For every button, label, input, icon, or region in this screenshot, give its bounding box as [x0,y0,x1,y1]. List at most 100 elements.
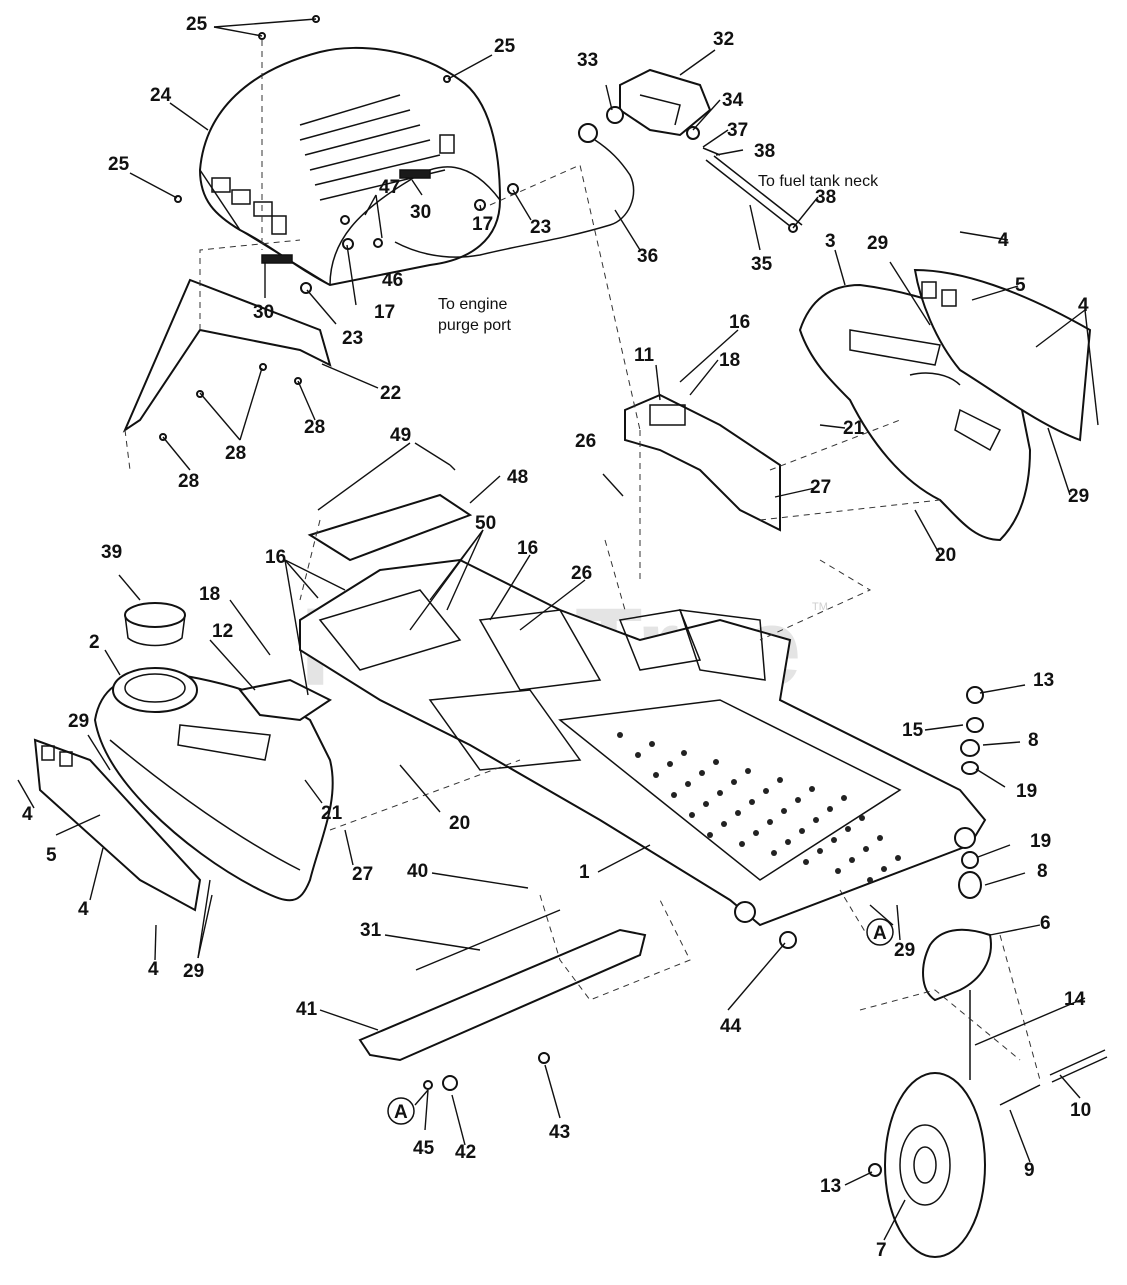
main-frame-part [299,558,987,927]
callout-part-21: 21 [843,418,865,439]
callout-part-19: 19 [1016,781,1037,802]
callout-part-34: 34 [722,90,744,111]
deck-hole [649,741,655,747]
callout-part-4: 4 [148,959,159,980]
reference-markers [387,918,894,1125]
deck-hole [653,772,659,778]
callout-part-29: 29 [1068,486,1089,507]
deck-hole [753,830,759,836]
deck-hole [707,832,713,838]
deck-hole [827,806,833,812]
deck-hole [749,799,755,805]
deck-hole [785,839,791,845]
fuel-cover-part [606,68,803,233]
callout-part-4: 4 [22,804,33,825]
callout-ref-a: A [873,923,887,944]
callout-part-17: 17 [472,214,493,235]
deck-hole [717,790,723,796]
callout-part-7: 7 [876,1240,887,1261]
deck-hole [809,786,815,792]
callout-part-3: 3 [825,231,836,252]
callout-part-4: 4 [78,899,89,920]
callout-part-16: 16 [265,547,286,568]
callout-part-46: 46 [382,270,403,291]
deck-hole [859,815,865,821]
callout-part-32: 32 [713,29,734,50]
deck-hole [731,779,737,785]
deck-hole [849,857,855,863]
callout-part-18: 18 [199,584,220,605]
callout-part-1: 1 [579,862,590,883]
deck-hole [863,846,869,852]
deck-hole [699,770,705,776]
callout-part-5: 5 [46,845,57,866]
front-rail-part [358,928,647,1091]
deck-hole [685,781,691,787]
callout-part-38: 38 [754,141,775,162]
deck-hole [881,866,887,872]
callout-part-28: 28 [225,443,246,464]
right-fender-part [798,268,1092,542]
seat-bracket-part [307,493,473,562]
callout-part-6: 6 [1040,913,1051,934]
callout-part-20: 20 [935,545,956,566]
callout-part-9: 9 [1024,1160,1035,1181]
deck-hole [845,826,851,832]
watermark-tm: TM [812,601,828,613]
deck-hole [781,808,787,814]
deck-hole [831,837,837,843]
callout-part-26: 26 [575,431,596,452]
deck-hole [867,877,873,883]
callout-part-43: 43 [549,1122,570,1143]
deck-hole [877,835,883,841]
deck-hole [795,797,801,803]
deck-hole [671,792,677,798]
note-fuel-tank-neck: To fuel tank neck [758,173,879,190]
console-bracket-part [624,393,781,532]
callout-part-28: 28 [304,417,325,438]
callout-part-44: 44 [720,1016,742,1037]
deck-hole [835,868,841,874]
left-fender-part [33,602,334,912]
deck-hole [667,761,673,767]
callout-part-36: 36 [637,246,658,267]
callout-part-29: 29 [867,233,888,254]
callout-part-14: 14 [1064,989,1086,1010]
deck-hole [735,810,741,816]
callout-part-19: 19 [1030,831,1051,852]
callout-part-8: 8 [1037,861,1048,882]
deck-hole [777,777,783,783]
deck-hole [721,821,727,827]
leader-lines [17,18,1099,1241]
deck-hole [895,855,901,861]
callout-part-18: 18 [719,350,740,371]
callout-part-13: 13 [1033,670,1054,691]
callout-part-30: 30 [253,302,274,323]
callout-part-12: 12 [212,621,233,642]
callout-part-10: 10 [1070,1100,1091,1121]
callout-part-49: 49 [390,425,411,446]
callout-part-26: 26 [571,563,592,584]
deck-hole [617,732,623,738]
deck-hole [635,752,641,758]
callout-part-4: 4 [998,230,1009,251]
callout-part-40: 40 [407,861,428,882]
deck-hole [713,759,719,765]
callout-part-16: 16 [729,312,750,333]
callout-ref-a: A [394,1102,408,1123]
callout-part-41: 41 [296,999,318,1020]
callout-part-23: 23 [342,328,363,349]
callout-part-48: 48 [507,467,528,488]
callout-part-33: 33 [577,50,598,71]
callout-part-27: 27 [810,477,831,498]
callout-part-29: 29 [68,711,89,732]
callout-part-23: 23 [530,217,551,238]
deck-hole [745,768,751,774]
callout-part-28: 28 [178,471,199,492]
hood-part [198,46,502,287]
deck-hole [763,788,769,794]
deck-hole [703,801,709,807]
callout-part-24: 24 [150,85,172,106]
